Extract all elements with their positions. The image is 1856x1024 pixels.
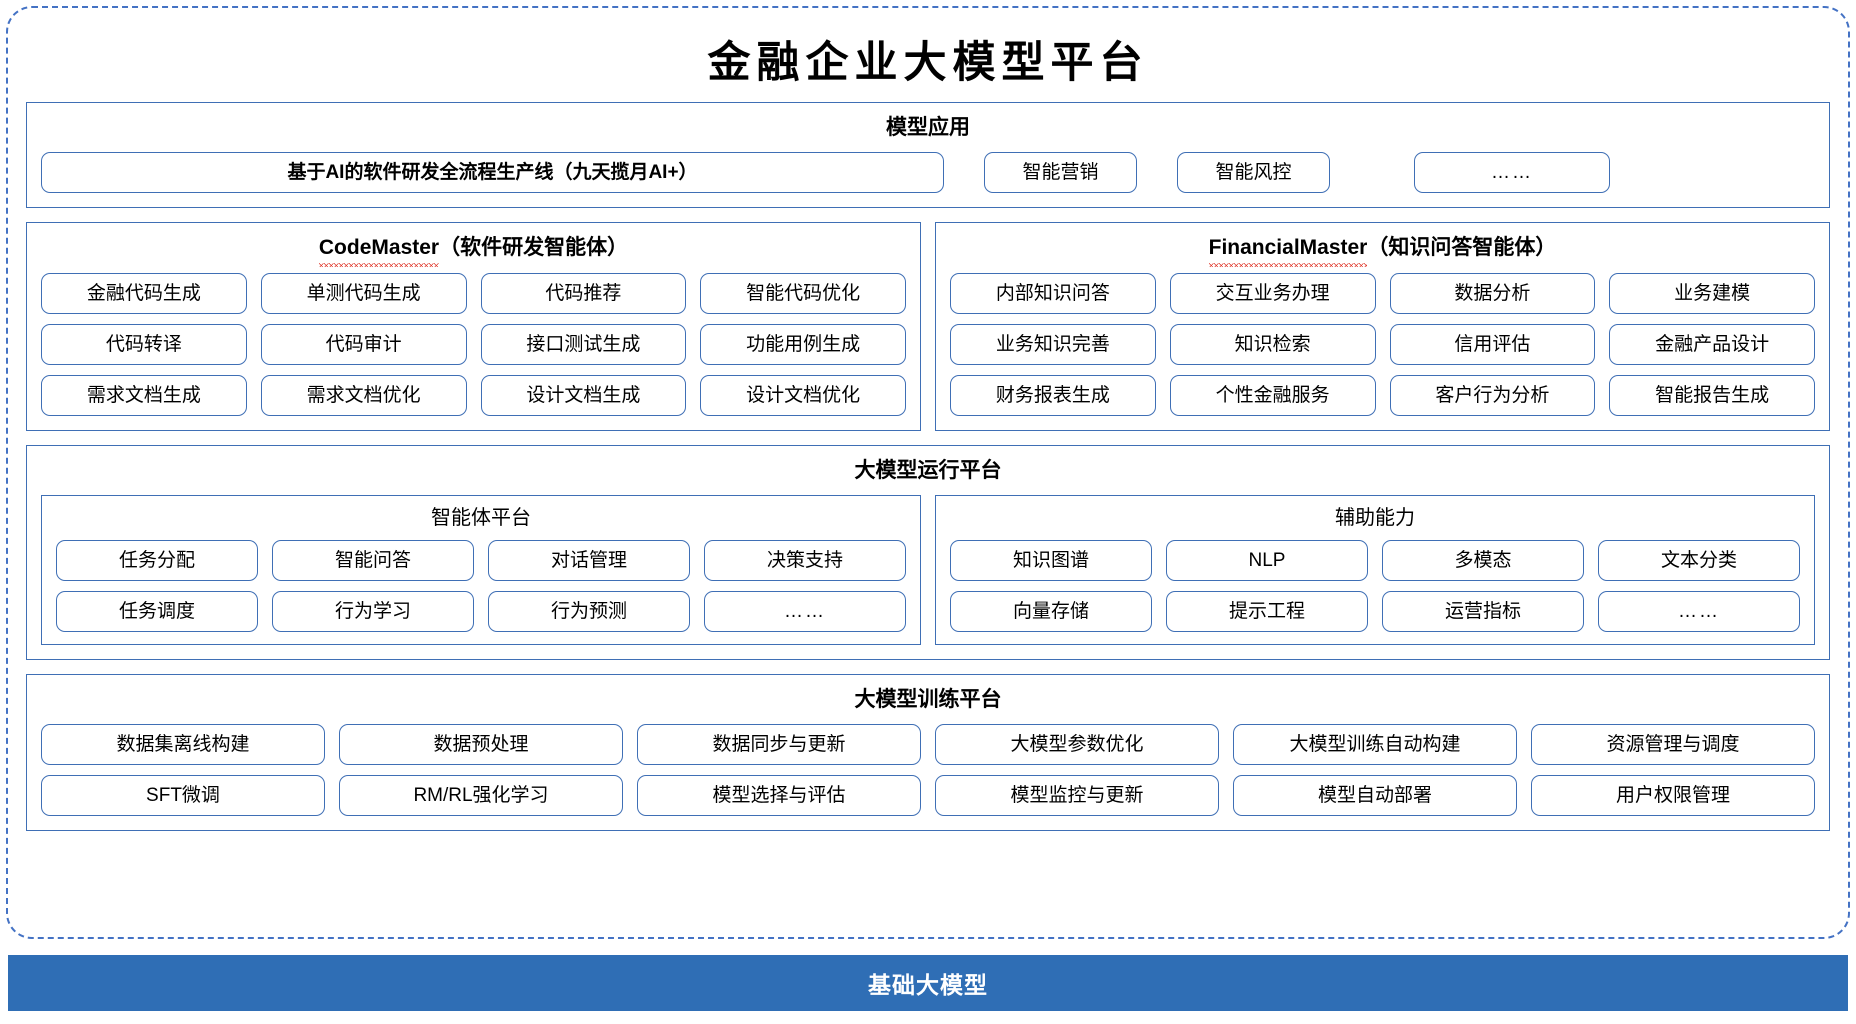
chip-tr-2-3[interactable]: 模型选择与评估 xyxy=(637,775,921,816)
chip-ap-1-2[interactable]: 智能问答 xyxy=(272,540,474,581)
auxiliary-row-1: 知识图谱 NLP 多模态 文本分类 xyxy=(950,540,1800,581)
section-title-financial-master: FinancialMaster（知识问答智能体） xyxy=(950,233,1815,267)
panel-auxiliary-capability: 辅助能力 知识图谱 NLP 多模态 文本分类 向量存储 提示工程 运营指标 …… xyxy=(935,495,1815,645)
chip-cm-1-2[interactable]: 单测代码生成 xyxy=(260,273,467,314)
chip-ap-1-1[interactable]: 任务分配 xyxy=(56,540,258,581)
chip-cm-3-2[interactable]: 需求文档优化 xyxy=(260,375,467,416)
agents-band: CodeMaster（软件研发智能体） 金融代码生成 单测代码生成 代码推荐 智… xyxy=(26,222,1830,445)
chip-fm-3-1[interactable]: 财务报表生成 xyxy=(950,375,1156,416)
financial-master-row-2: 业务知识完善 知识检索 信用评估 金融产品设计 xyxy=(950,324,1815,365)
code-master-row-3: 需求文档生成 需求文档优化 设计文档生成 设计文档优化 xyxy=(41,375,906,416)
base-model-banner: 基础大模型 xyxy=(8,955,1848,1011)
section-code-master: CodeMaster（软件研发智能体） 金融代码生成 单测代码生成 代码推荐 智… xyxy=(26,222,921,431)
panel-title-auxiliary-capability: 辅助能力 xyxy=(1335,507,1415,529)
chip-aux-2-2[interactable]: 提示工程 xyxy=(1166,591,1368,632)
financial-master-latin-label: FinancialMaster xyxy=(1208,233,1367,267)
chip-ap-2-4-more[interactable]: …… xyxy=(704,591,906,632)
auxiliary-row-2: 向量存储 提示工程 运营指标 …… xyxy=(950,591,1800,632)
section-title-code-master: CodeMaster（软件研发智能体） xyxy=(41,233,906,267)
chip-tr-1-4[interactable]: 大模型参数优化 xyxy=(935,724,1219,765)
chip-aux-1-4[interactable]: 文本分类 xyxy=(1598,540,1800,581)
chip-aux-2-1[interactable]: 向量存储 xyxy=(950,591,1152,632)
chip-fm-3-4[interactable]: 智能报告生成 xyxy=(1609,375,1815,416)
chip-cm-3-1[interactable]: 需求文档生成 xyxy=(41,375,247,416)
chip-aux-1-2[interactable]: NLP xyxy=(1166,540,1368,581)
code-master-row-1: 金融代码生成 单测代码生成 代码推荐 智能代码优化 xyxy=(41,273,906,314)
chip-fm-2-4[interactable]: 金融产品设计 xyxy=(1609,324,1815,365)
chip-tr-1-5[interactable]: 大模型训练自动构建 xyxy=(1233,724,1517,765)
base-model-label: 基础大模型 xyxy=(868,972,988,998)
chip-ap-1-4[interactable]: 决策支持 xyxy=(704,540,906,581)
chip-aux-1-1[interactable]: 知识图谱 xyxy=(950,540,1152,581)
model-application-items: 基于AI的软件研发全流程生产线（九天揽月AI+） 智能营销 智能风控 …… xyxy=(41,152,1815,193)
chip-smart-marketing[interactable]: 智能营销 xyxy=(984,152,1137,193)
chip-tr-2-4[interactable]: 模型监控与更新 xyxy=(935,775,1219,816)
financial-master-cn-label: （知识问答智能体） xyxy=(1367,236,1557,259)
chip-cm-2-1[interactable]: 代码转译 xyxy=(41,324,247,365)
chip-tr-2-6[interactable]: 用户权限管理 xyxy=(1531,775,1815,816)
chip-fm-3-2[interactable]: 个性金融服务 xyxy=(1169,375,1376,416)
section-title-runtime-platform: 大模型运行平台 xyxy=(854,459,1002,482)
chip-fm-3-3[interactable]: 客户行为分析 xyxy=(1389,375,1596,416)
chip-fm-1-1[interactable]: 内部知识问答 xyxy=(950,273,1156,314)
chip-tr-2-1[interactable]: SFT微调 xyxy=(41,775,325,816)
panel-title-agent-platform: 智能体平台 xyxy=(431,507,531,529)
chip-tr-1-3[interactable]: 数据同步与更新 xyxy=(637,724,921,765)
chip-tr-1-6[interactable]: 资源管理与调度 xyxy=(1531,724,1815,765)
section-runtime-platform: 大模型运行平台 智能体平台 任务分配 智能问答 对话管理 决策支持 任务调度 行… xyxy=(26,445,1830,660)
chip-cm-2-2[interactable]: 代码审计 xyxy=(260,324,467,365)
section-title-training-platform: 大模型训练平台 xyxy=(854,688,1002,711)
financial-master-row-3: 财务报表生成 个性金融服务 客户行为分析 智能报告生成 xyxy=(950,375,1815,416)
chip-fm-1-4[interactable]: 业务建模 xyxy=(1609,273,1815,314)
financial-master-row-1: 内部知识问答 交互业务办理 数据分析 业务建模 xyxy=(950,273,1815,314)
chip-aux-2-3[interactable]: 运营指标 xyxy=(1382,591,1584,632)
chip-cm-3-4[interactable]: 设计文档优化 xyxy=(700,375,906,416)
agent-platform-row-2: 任务调度 行为学习 行为预测 …… xyxy=(56,591,906,632)
chip-tr-2-2[interactable]: RM/RL强化学习 xyxy=(339,775,623,816)
chip-cm-3-3[interactable]: 设计文档生成 xyxy=(480,375,687,416)
section-title-model-application: 模型应用 xyxy=(886,116,970,139)
platform-outer-frame: 金融企业大模型平台 模型应用 基于AI的软件研发全流程生产线（九天揽月AI+） … xyxy=(6,6,1850,939)
chip-cm-1-4[interactable]: 智能代码优化 xyxy=(700,273,906,314)
chip-ap-2-1[interactable]: 任务调度 xyxy=(56,591,258,632)
panel-agent-platform: 智能体平台 任务分配 智能问答 对话管理 决策支持 任务调度 行为学习 行为预测… xyxy=(41,495,921,645)
chip-cm-2-3[interactable]: 接口测试生成 xyxy=(480,324,687,365)
chip-cm-2-4[interactable]: 功能用例生成 xyxy=(700,324,906,365)
page-title: 金融企业大模型平台 xyxy=(707,38,1149,88)
chip-ap-2-3[interactable]: 行为预测 xyxy=(488,591,690,632)
code-master-latin-label: CodeMaster xyxy=(318,233,440,267)
code-master-cn-label: （软件研发智能体） xyxy=(439,236,629,259)
chip-aux-1-3[interactable]: 多模态 xyxy=(1382,540,1584,581)
section-financial-master: FinancialMaster（知识问答智能体） 内部知识问答 交互业务办理 数… xyxy=(935,222,1830,431)
chip-more-applications[interactable]: …… xyxy=(1414,152,1610,193)
chip-tr-1-2[interactable]: 数据预处理 xyxy=(339,724,623,765)
chip-fm-1-2[interactable]: 交互业务办理 xyxy=(1169,273,1376,314)
chip-fm-2-2[interactable]: 知识检索 xyxy=(1169,324,1376,365)
chip-ai-sdlc-pipeline[interactable]: 基于AI的软件研发全流程生产线（九天揽月AI+） xyxy=(41,152,944,193)
section-training-platform: 大模型训练平台 数据集离线构建 数据预处理 数据同步与更新 大模型参数优化 大模… xyxy=(26,674,1830,831)
training-row-1: 数据集离线构建 数据预处理 数据同步与更新 大模型参数优化 大模型训练自动构建 … xyxy=(41,724,1815,765)
chip-smart-risk-control[interactable]: 智能风控 xyxy=(1177,152,1330,193)
chip-tr-1-1[interactable]: 数据集离线构建 xyxy=(41,724,325,765)
training-row-2: SFT微调 RM/RL强化学习 模型选择与评估 模型监控与更新 模型自动部署 用… xyxy=(41,775,1815,816)
chip-fm-2-3[interactable]: 信用评估 xyxy=(1389,324,1596,365)
section-model-application: 模型应用 基于AI的软件研发全流程生产线（九天揽月AI+） 智能营销 智能风控 … xyxy=(26,102,1830,208)
code-master-row-2: 代码转译 代码审计 接口测试生成 功能用例生成 xyxy=(41,324,906,365)
chip-ap-1-3[interactable]: 对话管理 xyxy=(488,540,690,581)
chip-aux-2-4-more[interactable]: …… xyxy=(1598,591,1800,632)
chip-cm-1-1[interactable]: 金融代码生成 xyxy=(41,273,247,314)
agent-platform-row-1: 任务分配 智能问答 对话管理 决策支持 xyxy=(56,540,906,581)
chip-tr-2-5[interactable]: 模型自动部署 xyxy=(1233,775,1517,816)
chip-fm-2-1[interactable]: 业务知识完善 xyxy=(950,324,1156,365)
chip-fm-1-3[interactable]: 数据分析 xyxy=(1389,273,1596,314)
chip-cm-1-3[interactable]: 代码推荐 xyxy=(480,273,687,314)
runtime-panels: 智能体平台 任务分配 智能问答 对话管理 决策支持 任务调度 行为学习 行为预测… xyxy=(41,495,1815,645)
chip-ap-2-2[interactable]: 行为学习 xyxy=(272,591,474,632)
